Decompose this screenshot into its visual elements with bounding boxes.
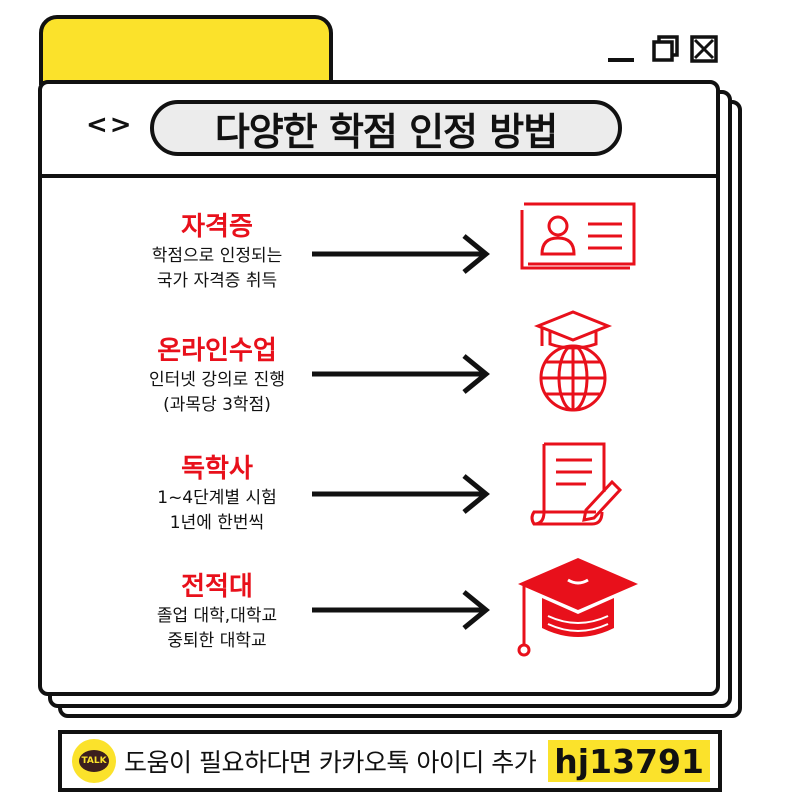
minimize-icon[interactable] bbox=[608, 58, 634, 62]
arrow-icon bbox=[312, 474, 490, 514]
desc-line: (과목당 3학점) bbox=[163, 395, 271, 415]
item-title: 자격증 bbox=[181, 212, 253, 242]
desc-line: 인터넷 강의로 진행 bbox=[149, 370, 285, 390]
item-title: 온라인수업 bbox=[157, 336, 277, 366]
document-pen-icon bbox=[530, 442, 622, 526]
main-window: <> 다양한 학점 인정 방법 자격증 학점으로 인정되는 국가 자격증 취득 … bbox=[38, 80, 720, 696]
desc-line: 국가 자격증 취득 bbox=[156, 271, 278, 291]
graduation-globe-icon bbox=[533, 310, 613, 412]
list-item: 독학사 1~4단계별 시험 1년에 한번씩 bbox=[42, 442, 724, 558]
graduation-cap-icon bbox=[517, 558, 638, 657]
list-item: 온라인수업 인터넷 강의로 진행 (과목당 3학점) bbox=[42, 310, 724, 440]
list-item: 자격증 학점으로 인정되는 국가 자격증 취득 bbox=[42, 202, 724, 316]
window-tab bbox=[39, 15, 333, 85]
item-description: 졸업 대학,대학교 중퇴한 대학교 bbox=[102, 604, 332, 654]
desc-line: 1년에 한번씩 bbox=[169, 513, 265, 533]
kakao-talk-icon[interactable]: TALK bbox=[72, 739, 116, 783]
talk-label: TALK bbox=[79, 750, 109, 772]
restore-icon[interactable] bbox=[652, 35, 679, 62]
kakao-id[interactable]: hj13791 bbox=[548, 740, 710, 782]
code-nav-icon[interactable]: <> bbox=[86, 110, 134, 140]
title-bar: <> 다양한 학점 인정 방법 bbox=[42, 84, 716, 178]
page-title: 다양한 학점 인정 방법 bbox=[150, 100, 622, 156]
item-description: 1~4단계별 시험 1년에 한번씩 bbox=[102, 486, 332, 536]
desc-line: 학점으로 인정되는 bbox=[151, 246, 283, 266]
window-controls bbox=[608, 35, 718, 63]
arrow-icon bbox=[312, 354, 490, 394]
item-title: 전적대 bbox=[181, 572, 253, 602]
desc-line: 중퇴한 대학교 bbox=[167, 631, 267, 651]
item-description: 학점으로 인정되는 국가 자격증 취득 bbox=[102, 244, 332, 294]
arrow-icon bbox=[312, 234, 490, 274]
list-item: 전적대 졸업 대학,대학교 중퇴한 대학교 bbox=[42, 558, 724, 676]
arrow-icon bbox=[312, 590, 490, 630]
item-description: 인터넷 강의로 진행 (과목당 3학점) bbox=[102, 368, 332, 418]
id-card-icon bbox=[520, 202, 636, 270]
item-title: 독학사 bbox=[181, 454, 253, 484]
kakao-banner: TALK 도움이 필요하다면 카카오톡 아이디 추가 hj13791 bbox=[58, 730, 722, 792]
desc-line: 졸업 대학,대학교 bbox=[156, 606, 278, 626]
help-text: 도움이 필요하다면 카카오톡 아이디 추가 bbox=[124, 748, 537, 777]
desc-line: 1~4단계별 시험 bbox=[157, 488, 277, 508]
close-icon[interactable] bbox=[690, 35, 718, 63]
